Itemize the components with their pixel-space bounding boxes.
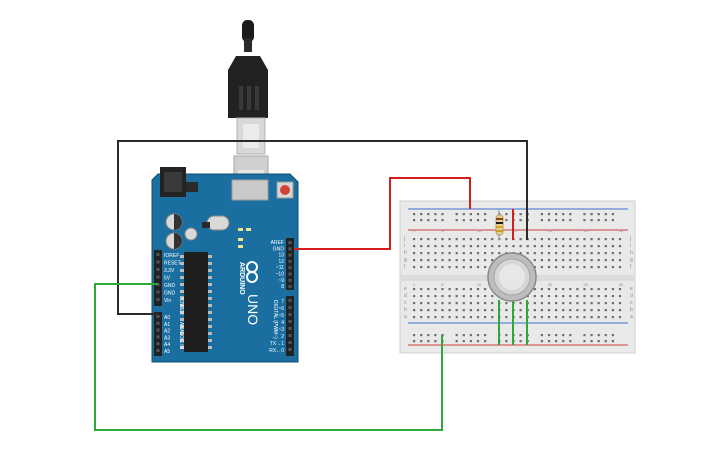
power-pin-label-5: GND <box>164 291 176 297</box>
power-pin-label-6: Vin <box>164 298 171 304</box>
svg-text:i: i <box>630 243 631 249</box>
svg-text:g: g <box>404 257 407 263</box>
power-pin-label-2: 3.3V <box>164 268 175 274</box>
reset-button-icon[interactable] <box>276 181 294 199</box>
digital-header-title: DIGITAL (PWM~) <box>272 300 278 339</box>
pin-label-bottom-1: ~6 <box>278 306 284 312</box>
power-header-title: POWER <box>178 296 184 315</box>
pin-label-bottom-4: ~3 <box>278 327 284 333</box>
analog-pin-label-2: A2 <box>164 329 170 335</box>
analog-header[interactable] <box>154 312 162 356</box>
pin-label-top-0: AREF <box>271 240 284 246</box>
svg-text:15: 15 <box>512 228 517 233</box>
svg-text:10: 10 <box>477 228 482 233</box>
analog-header-title: ANALOG IN <box>178 322 184 350</box>
svg-text:b: b <box>404 307 407 313</box>
svg-text:b: b <box>630 307 633 313</box>
pin-label-top-7: 8 <box>281 284 284 290</box>
digital-header-top[interactable] <box>286 238 294 290</box>
svg-text:f: f <box>630 264 632 270</box>
pin-label-top-6: ~9 <box>278 278 284 284</box>
pin-label-top-1: GND <box>273 246 285 252</box>
wires[interactable] <box>94 140 528 431</box>
voltage-regulator <box>186 182 198 192</box>
pin-label-bottom-3: 4 <box>281 320 284 326</box>
wire-red-5v[interactable] <box>294 177 471 250</box>
svg-text:a: a <box>404 314 407 320</box>
pin-label-top-4: ~11 <box>276 265 284 271</box>
power-pin-label-3: 5V <box>164 276 171 282</box>
capacitor-icon <box>165 213 198 250</box>
svg-text:20: 20 <box>548 228 553 233</box>
analog-pin-label-1: A1 <box>164 322 170 328</box>
svg-text:c: c <box>404 300 407 306</box>
arduino-model-text: UNO <box>245 294 261 325</box>
wire-black-gnd[interactable] <box>117 140 528 315</box>
power-pin-label-0: IOREF <box>164 253 179 259</box>
svg-text:d: d <box>404 293 407 299</box>
svg-text:h: h <box>630 250 633 256</box>
svg-text:j: j <box>629 236 631 242</box>
svg-text:h: h <box>404 250 407 256</box>
analog-pin-label-4: A4 <box>164 342 170 348</box>
svg-text:5: 5 <box>441 282 444 287</box>
pin-label-bottom-2: ~5 <box>278 313 284 319</box>
svg-text:30: 30 <box>619 228 624 233</box>
svg-text:j: j <box>403 236 405 242</box>
svg-text:f: f <box>404 264 406 270</box>
svg-text:e: e <box>630 286 633 292</box>
crystal-oscillator <box>206 215 230 231</box>
pin-label-bottom-6: TX→1 <box>270 341 284 347</box>
wire-green-a0[interactable] <box>94 283 443 431</box>
svg-text:1: 1 <box>413 282 416 287</box>
pin-label-top-5: ~10 <box>276 272 285 278</box>
analog-pin-label-3: A3 <box>164 335 170 341</box>
svg-text:30: 30 <box>619 282 624 287</box>
svg-text:i: i <box>404 243 405 249</box>
analog-pin-label-5: A5 <box>164 349 170 355</box>
analog-pin-label-0: A0 <box>164 315 170 321</box>
svg-text:20: 20 <box>548 282 553 287</box>
pin-label-bottom-0: 7 <box>281 299 284 305</box>
svg-text:a: a <box>630 314 633 320</box>
status-leds <box>238 228 251 248</box>
pin-label-bottom-5: 2 <box>281 334 284 340</box>
usb-port <box>231 179 269 201</box>
svg-text:1: 1 <box>413 228 416 233</box>
svg-text:d: d <box>630 293 633 299</box>
svg-text:g: g <box>630 257 633 263</box>
svg-text:25: 25 <box>583 282 588 287</box>
power-pin-label-4: GND <box>164 283 176 289</box>
pin-label-top-3: 12 <box>278 259 284 265</box>
svg-text:10: 10 <box>477 282 482 287</box>
arduino-brand-text: ARDUINO <box>238 262 245 295</box>
pin-label-top-2: 13 <box>278 253 284 259</box>
svg-text:e: e <box>404 286 407 292</box>
digital-header-bottom[interactable] <box>286 296 294 356</box>
resistor-icon[interactable] <box>495 210 504 240</box>
arduino-logo <box>246 261 258 283</box>
microcontroller-chip <box>180 252 212 352</box>
gas-sensor-icon[interactable] <box>487 252 537 302</box>
svg-text:c: c <box>630 300 633 306</box>
pin-label-bottom-7: RX←0 <box>269 348 284 354</box>
svg-text:5: 5 <box>441 228 444 233</box>
svg-text:25: 25 <box>583 228 588 233</box>
power-pin-label-1: RESET <box>164 261 181 267</box>
usb-cable-icon[interactable] <box>228 20 269 197</box>
